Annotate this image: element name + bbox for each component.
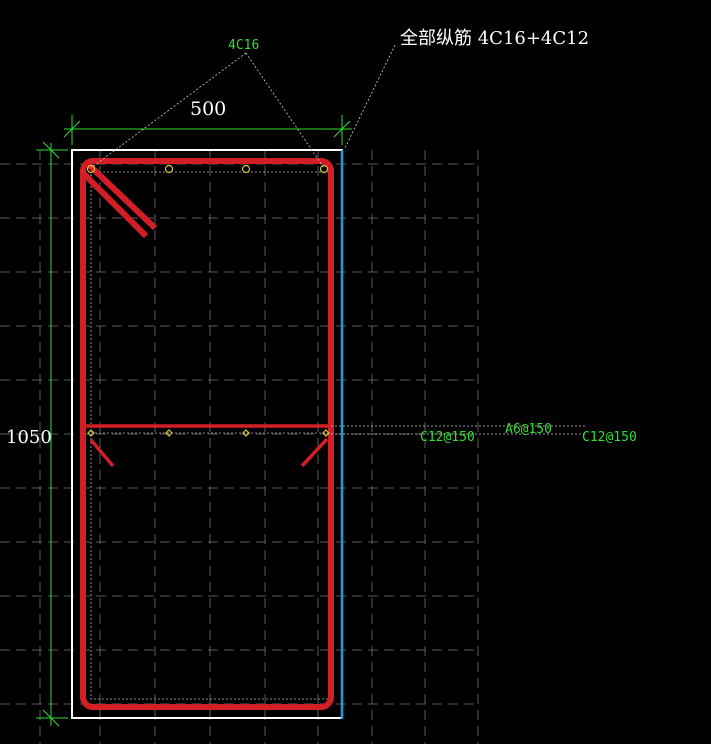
mid-bar-4[interactable] xyxy=(322,429,330,437)
side-bar-label-right: C12@150 xyxy=(582,430,637,445)
tie-label: A6@150 xyxy=(505,422,552,437)
concrete-section[interactable] xyxy=(71,149,344,719)
stirrup[interactable] xyxy=(79,158,334,710)
dimension-width[interactable] xyxy=(63,115,352,145)
side-bar-label-left: C12@150 xyxy=(420,430,475,445)
tie-hook-left xyxy=(89,438,115,468)
dim-height-tick-bottom xyxy=(42,709,60,727)
leader-4c16-left xyxy=(90,52,247,169)
top-bar-1[interactable] xyxy=(86,164,96,174)
leader-all-bars xyxy=(344,44,396,149)
leader-4c16-right xyxy=(245,52,325,169)
dim-width-tick-left xyxy=(63,120,81,138)
tie-hook-right xyxy=(300,437,329,468)
top-bars-label: 4C16 xyxy=(228,38,259,53)
height-dimension-label: 1050 xyxy=(6,427,52,448)
tie-bar[interactable] xyxy=(86,424,331,468)
width-dimension-label: 500 xyxy=(190,98,226,120)
longitudinal-bars[interactable] xyxy=(86,164,330,437)
top-bar-4[interactable] xyxy=(319,164,329,174)
mid-bar-2[interactable] xyxy=(165,429,173,437)
top-bar-2[interactable] xyxy=(164,164,174,174)
top-bar-3[interactable] xyxy=(241,164,251,174)
dimension-height[interactable] xyxy=(36,141,68,727)
dim-width-tick-right xyxy=(333,120,351,138)
stirrup-hook-a xyxy=(85,161,158,231)
leader-lines xyxy=(90,44,585,435)
mid-bar-3[interactable] xyxy=(242,429,250,437)
dim-height-tick-top xyxy=(42,141,60,159)
all-bars-label: 全部纵筋 4C16+4C12 xyxy=(400,28,589,49)
mid-bar-1[interactable] xyxy=(87,429,95,437)
stirrup-hook-b xyxy=(79,169,149,239)
